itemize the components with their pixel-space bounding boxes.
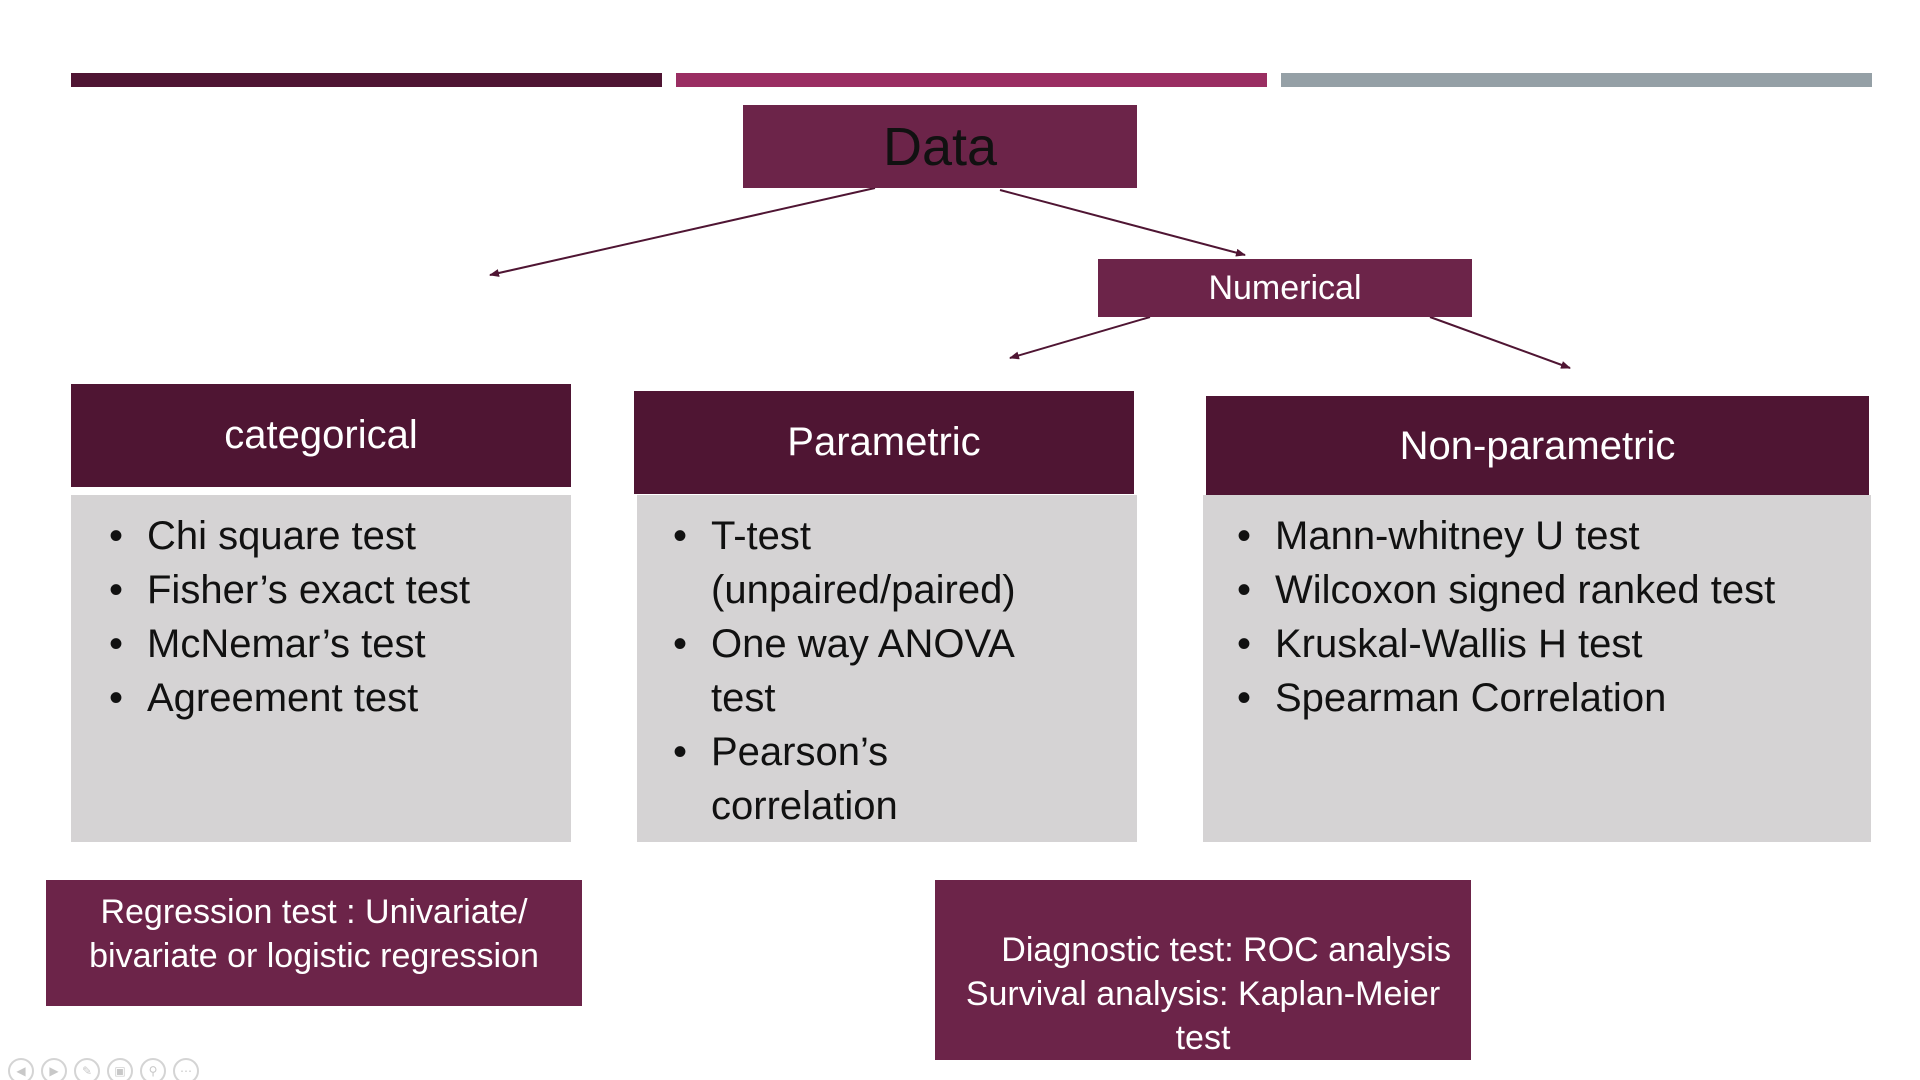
- top-bar-dark: [71, 73, 662, 87]
- arrow-data-to-numerical: [999, 189, 1246, 257]
- data-node-label: Data: [882, 116, 998, 177]
- regression-box-label: Regression test : Univariate/ bivariate …: [89, 893, 539, 975]
- more-icon[interactable]: ⋯: [173, 1058, 199, 1080]
- list-item: Chi square test: [91, 509, 561, 563]
- slideshow-toolbar: ◀ ▶ ✎ ▣ ⚲ ⋯: [8, 1058, 199, 1080]
- list-item: One way ANOVA test: [655, 617, 1077, 725]
- categorical-header-label: categorical: [224, 413, 418, 457]
- parametric-test-list: T-test (unpaired/paired) One way ANOVA t…: [637, 495, 1137, 842]
- list-item: Mann-whitney U test: [1219, 509, 1861, 563]
- arrow-numerical-to-parametric: [1009, 316, 1151, 360]
- numerical-node-label: Numerical: [1208, 268, 1362, 307]
- diagnostic-box: Diagnostic test: ROC analysis Survival a…: [935, 880, 1471, 1060]
- pen-icon[interactable]: ✎: [74, 1058, 100, 1080]
- top-bar-magenta: [676, 73, 1267, 87]
- regression-box: Regression test : Univariate/ bivariate …: [46, 880, 582, 1006]
- prev-icon[interactable]: ◀: [8, 1058, 34, 1080]
- list-item: Agreement test: [91, 671, 561, 725]
- parametric-header: Parametric: [634, 391, 1134, 494]
- next-icon[interactable]: ▶: [41, 1058, 67, 1080]
- list-item: Fisher’s exact test: [91, 563, 561, 617]
- survival-line: Survival analysis: Kaplan-Meier test: [965, 975, 1441, 1057]
- arrow-numerical-to-nonparametric: [1429, 316, 1571, 369]
- nonparametric-header-label: Non-parametric: [1399, 423, 1676, 468]
- list-item: Pearson’s correlation: [655, 725, 1077, 833]
- categorical-test-list: Chi square test Fisher’s exact test McNe…: [71, 495, 571, 842]
- arrow-data-to-categorical: [489, 187, 876, 277]
- list-item: Kruskal-Wallis H test: [1219, 617, 1861, 671]
- zoom-icon[interactable]: ⚲: [140, 1058, 166, 1080]
- data-node: Data: [743, 105, 1137, 188]
- top-bar-grey: [1281, 73, 1872, 87]
- list-item: Wilcoxon signed ranked test: [1219, 563, 1861, 617]
- nonparametric-test-list: Mann-whitney U test Wilcoxon signed rank…: [1203, 495, 1871, 842]
- numerical-node: Numerical: [1098, 259, 1472, 317]
- parametric-header-label: Parametric: [787, 420, 981, 464]
- nonparametric-header: Non-parametric: [1206, 396, 1869, 496]
- diagnostic-line: Diagnostic test: ROC analysis: [1001, 931, 1451, 969]
- list-item: McNemar’s test: [91, 617, 561, 671]
- list-item: T-test (unpaired/paired): [655, 509, 1077, 617]
- list-item: Spearman Correlation: [1219, 671, 1861, 725]
- slides-icon[interactable]: ▣: [107, 1058, 133, 1080]
- categorical-header: categorical: [71, 384, 571, 487]
